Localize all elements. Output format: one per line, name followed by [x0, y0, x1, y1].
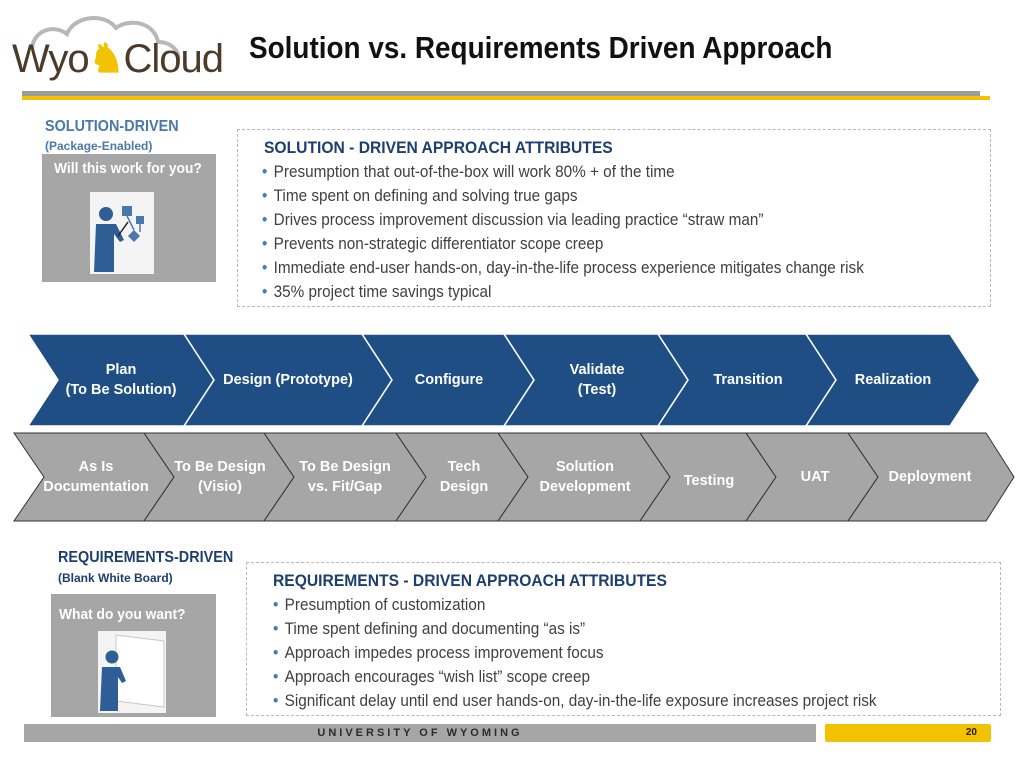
step-deployment: Deployment: [888, 469, 972, 485]
step-realization: Realization: [854, 372, 932, 388]
bullet-icon: •: [262, 186, 268, 205]
requirements-attributes-box: REQUIREMENTS - DRIVEN APPROACH ATTRIBUTE…: [246, 562, 1001, 716]
bullet-icon: •: [273, 691, 279, 710]
solution-attributes-box: SOLUTION - DRIVEN APPROACH ATTRIBUTES •P…: [237, 129, 991, 307]
bullet-icon: •: [273, 667, 279, 686]
list-item: •Prevents non-strategic differentiator s…: [262, 234, 604, 253]
step-plan: Plan(To Be Solution): [65, 362, 177, 398]
list-item: •Time spent on defining and solving true…: [262, 186, 578, 205]
requirements-process-row: [13, 432, 1015, 522]
requirements-question-box: What do you want?: [51, 594, 216, 717]
header-divider-gray: [22, 91, 980, 96]
solution-process-row: [26, 333, 981, 427]
solution-attributes-heading: SOLUTION - DRIVEN APPROACH ATTRIBUTES: [264, 138, 613, 157]
solution-attributes-list: •Presumption that out-of-the-box will wo…: [262, 160, 931, 304]
requirements-attributes-list: •Presumption of customization •Time spen…: [273, 593, 944, 713]
bullet-icon: •: [262, 258, 268, 277]
presenter-flowchart-icon: [90, 192, 154, 274]
bullet-icon: •: [262, 210, 268, 229]
list-item: •Significant delay until end user hands-…: [273, 691, 877, 710]
step-uat: UAT: [800, 469, 830, 485]
bullet-icon: •: [262, 162, 268, 181]
bullet-icon: •: [273, 643, 279, 662]
list-item: •Presumption of customization: [273, 595, 486, 614]
chevron-realization: [804, 333, 981, 427]
requirements-side-title: REQUIREMENTS-DRIVEN: [58, 549, 234, 566]
step-configure: Configure: [414, 372, 484, 388]
step-transition: Transition: [713, 372, 783, 388]
footer-institution: UNIVERSITY OF WYOMING: [317, 727, 523, 739]
bullet-icon: •: [262, 234, 268, 253]
step-validate: Validate(Test): [569, 362, 625, 398]
page-number: 20: [965, 727, 977, 738]
list-item: •Immediate end-user hands-on, day-in-the…: [262, 258, 864, 277]
requirements-side-subtitle: (Blank White Board): [58, 571, 173, 585]
list-item: •Approach impedes process improvement fo…: [273, 643, 604, 662]
footer-bar: [24, 724, 816, 742]
logo-text: Wyo♞Cloud: [12, 36, 225, 82]
list-item: •Presumption that out-of-the-box will wo…: [262, 162, 675, 181]
solution-question-box: Will this work for you?: [42, 154, 216, 282]
page-number-box: 20: [825, 724, 991, 742]
logo-cloud-icon: [30, 15, 181, 62]
logo-text-wyo: Wyo: [12, 37, 90, 81]
list-item: •Drives process improvement discussion v…: [262, 210, 764, 229]
solution-side-title: SOLUTION-DRIVEN: [45, 118, 179, 135]
chevron-deployment: [847, 432, 1015, 522]
presenter-whiteboard-icon: [98, 631, 166, 713]
wyocloud-logo: Wyo♞Cloud: [12, 8, 224, 90]
requirements-attributes-heading: REQUIREMENTS - DRIVEN APPROACH ATTRIBUTE…: [273, 571, 667, 590]
list-item: •Approach encourages “wish list” scope c…: [273, 667, 590, 686]
solution-side-subtitle: (Package-Enabled): [45, 139, 153, 153]
page-title: Solution vs. Requirements Driven Approac…: [249, 30, 833, 65]
bullet-icon: •: [262, 282, 268, 301]
logo-text-cloud: Cloud: [123, 37, 225, 81]
step-design-prototype: Design (Prototype): [223, 372, 353, 388]
list-item: •35% project time savings typical: [262, 282, 492, 301]
bullet-icon: •: [273, 619, 279, 638]
header-divider-gold: [22, 96, 990, 100]
step-to-be-design-visio: To Be Design(Visio): [174, 459, 266, 495]
logo-cowboy-icon: ♞: [88, 37, 125, 81]
solution-question: Will this work for you?: [54, 160, 202, 177]
step-testing: Testing: [683, 473, 735, 489]
list-item: •Time spent defining and documenting “as…: [273, 619, 586, 638]
requirements-question: What do you want?: [59, 606, 186, 623]
bullet-icon: •: [273, 595, 279, 614]
